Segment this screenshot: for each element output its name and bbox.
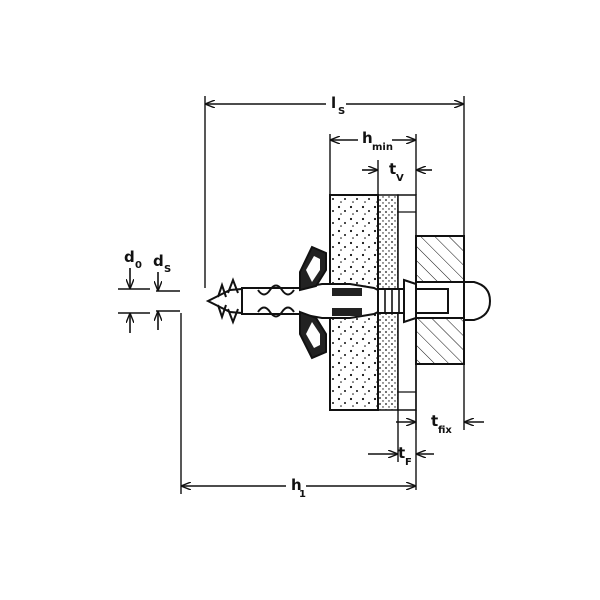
hmin-label: h xyxy=(362,129,373,147)
dimension-tv: t V xyxy=(362,160,432,195)
ls-label-sub: S xyxy=(338,106,345,117)
tfix-label: t xyxy=(431,412,438,430)
hmin-label-sub: min xyxy=(372,142,393,153)
anchor-plug xyxy=(241,245,379,360)
tf-label: t xyxy=(398,444,405,462)
fixture xyxy=(415,235,465,365)
screw xyxy=(205,277,492,325)
dimension-tf: t F xyxy=(368,410,434,490)
dimension-hmin: h min xyxy=(329,129,417,195)
h1-label: h xyxy=(291,476,302,494)
d0-label-sub: 0 xyxy=(135,260,142,271)
ds-label-sub: S xyxy=(164,264,171,275)
tf-label-sub: F xyxy=(405,457,412,468)
tv-label: t xyxy=(389,160,396,178)
d0-label: d xyxy=(124,248,135,266)
tfix-label-sub: fix xyxy=(438,425,452,436)
dimension-ls: l S xyxy=(204,94,465,288)
ls-label: l xyxy=(331,94,336,112)
dimension-h1: h 1 xyxy=(180,313,416,500)
h1-label-sub: 1 xyxy=(299,489,306,500)
dimension-d0-ds: d 0 d S xyxy=(118,248,180,333)
ds-label: d xyxy=(153,252,164,270)
tv-label-sub: V xyxy=(396,173,404,184)
